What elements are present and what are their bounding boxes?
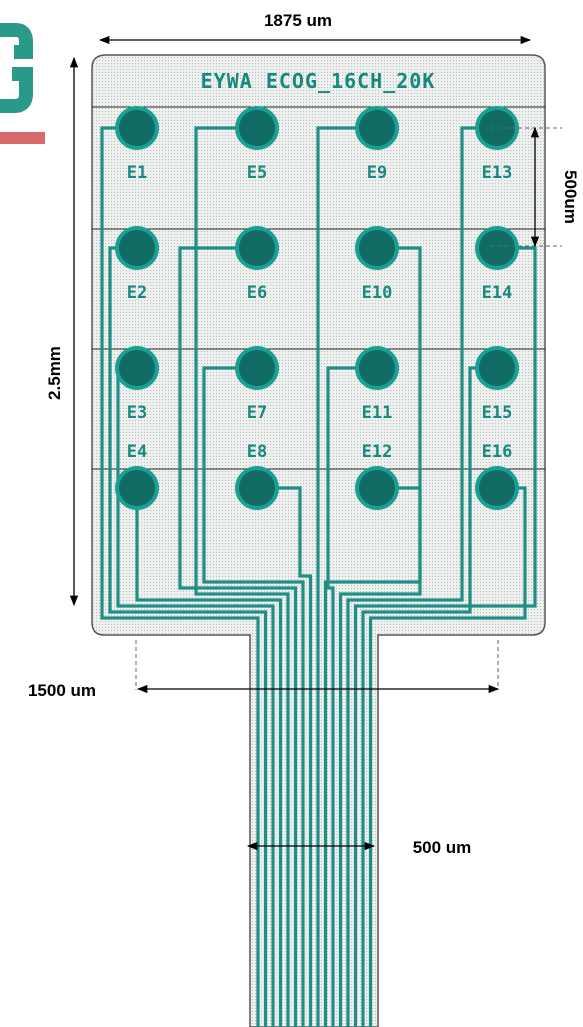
electrode-label: E16 (482, 442, 513, 462)
electrode-pad (115, 226, 159, 270)
electrode-label: E15 (482, 403, 513, 423)
electrode-pad (355, 106, 399, 150)
electrode-label: E11 (362, 403, 393, 423)
dim-top-width: 1875 um (98, 11, 532, 45)
electrode-pad (475, 226, 519, 270)
electrode-label: E5 (247, 163, 267, 183)
design-title: EYWA ECOG_16CH_20K (201, 69, 436, 93)
trace (135, 488, 283, 1027)
electrode-label: E2 (127, 283, 147, 303)
electrode-label: E1 (127, 163, 147, 183)
dim-height: 2.5mm (45, 56, 79, 607)
electrode-pad (355, 466, 399, 510)
trace (316, 126, 377, 1027)
electrode-label: E8 (247, 442, 267, 462)
dim-pitch-label: 500um (561, 170, 580, 224)
dim-tail-width-label: 500 um (413, 838, 472, 857)
electrode-pads (115, 106, 519, 510)
electrode-pad (235, 226, 279, 270)
electrode-pad (355, 226, 399, 270)
electrode-pad (235, 346, 279, 390)
electrode-pad (115, 106, 159, 150)
electrode-pad (475, 346, 519, 390)
electrode-pad (235, 466, 279, 510)
electrode-label: E3 (127, 403, 147, 423)
dim-span-label: 1500 um (28, 681, 96, 700)
trace (346, 126, 497, 1027)
electrode-label: E14 (482, 283, 513, 303)
dim-height-label: 2.5mm (45, 346, 64, 400)
dim-top-width-label: 1875 um (264, 11, 332, 30)
trace (257, 486, 313, 1027)
trace (338, 486, 422, 1027)
electrode-pad (115, 466, 159, 510)
electrode-label: E4 (127, 442, 147, 462)
electrode-label: E7 (247, 403, 267, 423)
electrode-pad (115, 346, 159, 390)
dim-tail-width: 500 um (246, 838, 472, 857)
logo-fragment (0, 23, 45, 144)
electrode-label: E13 (482, 163, 513, 183)
dim-pitch: 500um (490, 126, 580, 248)
electrode-label: E6 (247, 283, 267, 303)
dim-span: 1500 um (28, 640, 500, 700)
electrode-label: E10 (362, 283, 393, 303)
electrode-label: E9 (367, 163, 387, 183)
traces (100, 126, 537, 1027)
electrode-pad (235, 106, 279, 150)
electrode-pad (355, 346, 399, 390)
electrode-pad (475, 466, 519, 510)
electrode-label: E12 (362, 442, 393, 462)
trace (353, 246, 537, 1027)
trace (326, 366, 377, 1027)
